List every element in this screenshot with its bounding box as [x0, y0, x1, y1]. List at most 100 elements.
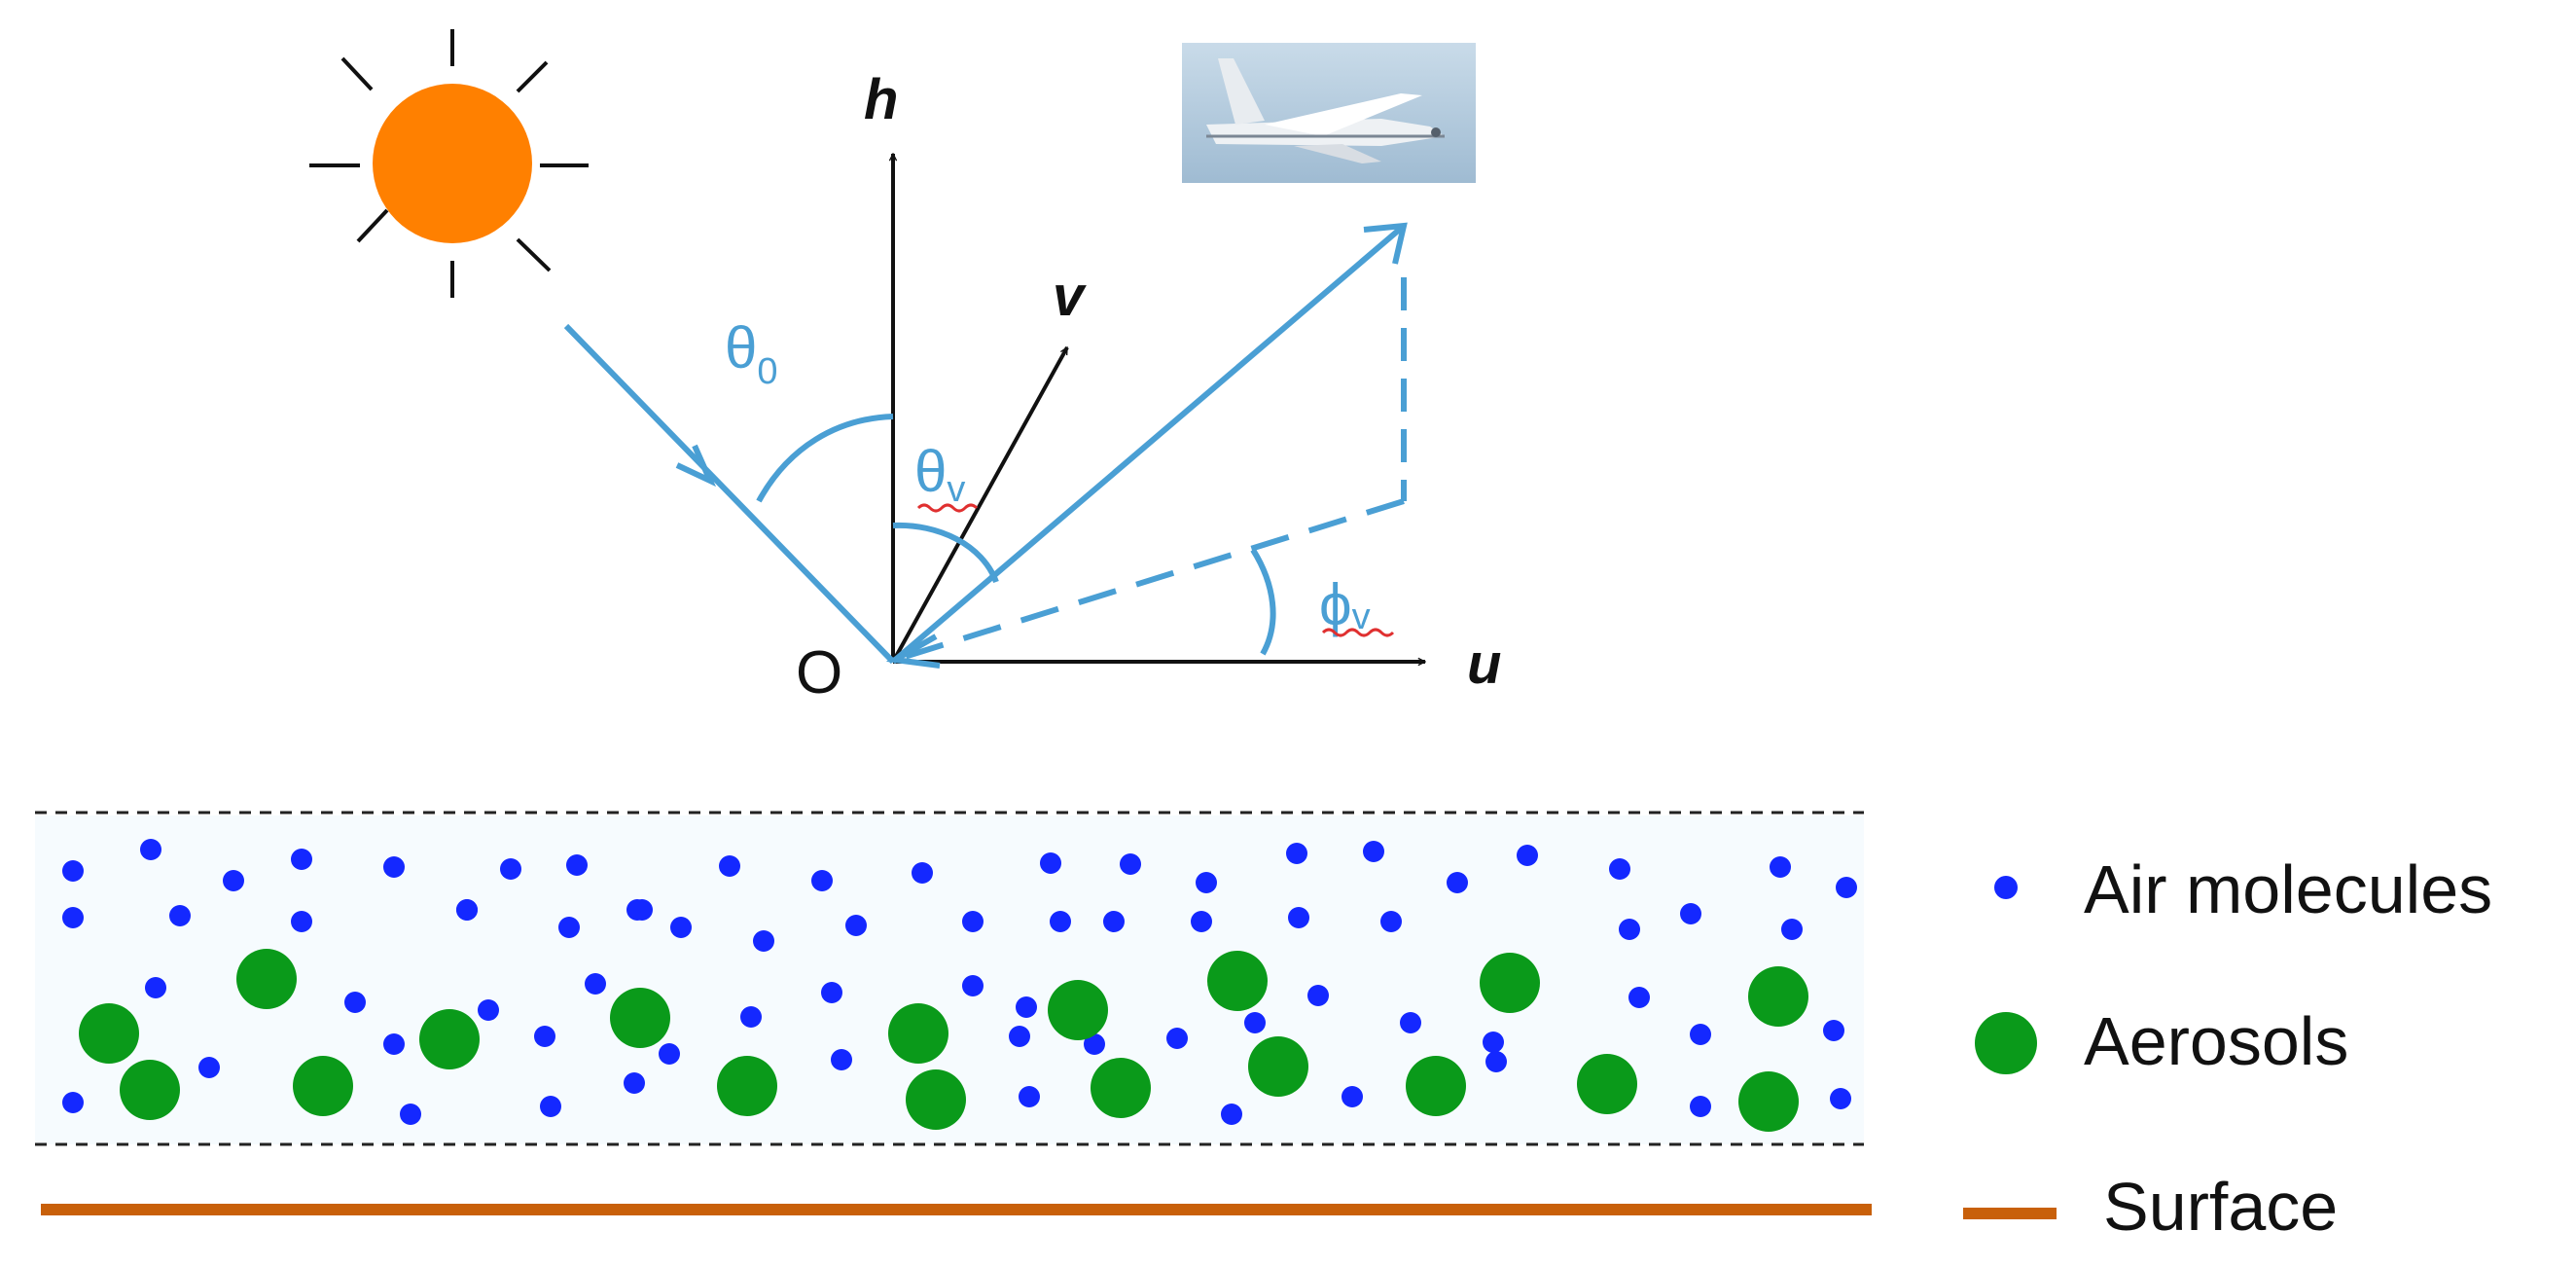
air-molecule [845, 915, 867, 936]
theta0-arc [756, 414, 894, 503]
air-molecule [1288, 907, 1309, 928]
phiv-label: ϕv [1319, 572, 1371, 637]
aerosol-particle [236, 949, 297, 1009]
aerosol-particles [79, 949, 1808, 1132]
air-molecule [1191, 911, 1212, 932]
aerosol-particle [1480, 953, 1540, 1013]
air-molecule [540, 1096, 561, 1117]
air-molecule [912, 862, 933, 884]
air-molecule [1380, 911, 1402, 932]
air-molecule [1690, 1024, 1711, 1045]
air-molecule [145, 977, 166, 998]
air-molecule [585, 973, 606, 995]
projection-arrowhead [885, 634, 941, 669]
atmosphere-layer [35, 811, 1864, 1146]
thetav-underline [916, 503, 979, 513]
air-molecule [566, 854, 588, 876]
aerosol-particle [1748, 966, 1808, 1027]
sun-rays [309, 29, 589, 298]
aerosol-particle [1738, 1071, 1799, 1132]
air-molecule [740, 1006, 762, 1028]
air-molecule [1483, 1032, 1504, 1053]
air-molecule [1009, 1026, 1030, 1047]
air-molecule [198, 1057, 220, 1078]
air-molecule [1342, 1086, 1363, 1107]
aerosol-particle [419, 1009, 480, 1069]
air-molecule [1781, 919, 1803, 940]
coordinate-axes [893, 154, 1425, 662]
aircraft-photo [1182, 43, 1476, 183]
v-axis [891, 347, 1069, 663]
air-molecule [1244, 1012, 1266, 1033]
thetav-arc [892, 522, 999, 584]
air-molecules [62, 839, 1857, 1125]
aerosol-particle [1406, 1056, 1466, 1116]
u-axis-label: u [1467, 633, 1501, 696]
legend-aerosol-symbol [1975, 1012, 2037, 1074]
air-molecule [811, 870, 833, 891]
light-rays [563, 222, 1408, 669]
air-molecule [1517, 845, 1538, 866]
air-molecule [344, 992, 366, 1013]
air-molecule [821, 982, 842, 1003]
legend: Air molecules Aerosols Surface [1963, 851, 2492, 1245]
air-molecule [1628, 987, 1650, 1008]
air-molecule [62, 1092, 84, 1113]
air-molecule [1084, 1033, 1105, 1055]
angle-arcs [756, 414, 1276, 656]
air-molecule [1196, 872, 1217, 893]
air-molecule [1770, 856, 1791, 878]
aerosol-particle [1048, 980, 1108, 1040]
view-ray-arrowhead [1363, 222, 1408, 265]
air-molecule [626, 899, 648, 921]
air-molecule [962, 911, 984, 932]
legend-air-molecules-label: Air molecules [2084, 851, 2492, 927]
air-molecule [719, 855, 740, 877]
origin-label: O [796, 639, 842, 706]
theta0-label: θ0 [725, 315, 778, 392]
air-molecule [500, 858, 521, 880]
air-molecule [1823, 1020, 1844, 1041]
air-molecule [670, 917, 692, 938]
air-molecule [1830, 1088, 1851, 1109]
aerosol-particle [717, 1056, 777, 1116]
legend-air-molecule-symbol [1994, 876, 2018, 899]
air-molecule [1619, 919, 1640, 940]
air-molecule [558, 917, 580, 938]
air-molecule [1016, 996, 1037, 1018]
air-molecule [456, 899, 478, 921]
thetav-label: θv [914, 439, 965, 510]
air-molecule [624, 1072, 645, 1094]
view-ray [891, 223, 1406, 665]
legend-surface-label: Surface [2103, 1169, 2338, 1245]
incident-ray-arrowhead [675, 444, 717, 488]
projection-horizontal [894, 498, 1405, 663]
legend-aerosols-label: Aerosols [2084, 1003, 2348, 1079]
sun-icon [309, 29, 589, 298]
aerosol-particle [120, 1060, 180, 1120]
aerosol-particle [906, 1069, 966, 1130]
aerosol-particle [610, 988, 670, 1048]
air-molecule [291, 911, 312, 932]
air-molecule [1221, 1104, 1242, 1125]
aerosol-particle [1248, 1036, 1308, 1097]
air-molecule [962, 975, 984, 996]
air-molecule [831, 1049, 852, 1070]
aerosol-particle [1577, 1054, 1637, 1114]
phiv-underline [1321, 628, 1395, 637]
air-molecule [1019, 1086, 1040, 1107]
air-molecule [1363, 841, 1384, 862]
aerosol-particle [293, 1056, 353, 1116]
air-molecule [1447, 872, 1468, 893]
air-molecule [1286, 843, 1307, 864]
air-molecule [169, 905, 191, 926]
air-molecule [1690, 1096, 1711, 1117]
air-molecule [383, 856, 405, 878]
air-molecule [1307, 985, 1329, 1006]
phiv-arc [1250, 548, 1276, 656]
air-molecule [1836, 877, 1857, 898]
air-molecule [1485, 1051, 1507, 1072]
air-molecule [1400, 1012, 1421, 1033]
air-molecule [1166, 1028, 1188, 1049]
